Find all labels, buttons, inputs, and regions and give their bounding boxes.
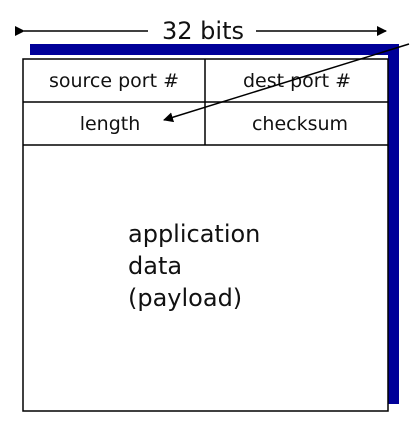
payload-line-1: application [128,220,260,248]
length-pointer-arrow [163,43,410,123]
width-label: 32 bits [162,17,244,45]
source-port-field: source port # [49,70,179,92]
segment-shadow [30,44,399,404]
payload-line-2: data [128,252,182,280]
dest-port-field: dest port # [243,70,351,92]
segment-box [22,58,389,412]
width-indicator: 32 bits [15,17,387,45]
checksum-field: checksum [252,113,348,135]
length-field: length [80,113,141,135]
payload-area: application data (payload) [128,220,260,312]
payload-line-3: (payload) [128,284,242,312]
